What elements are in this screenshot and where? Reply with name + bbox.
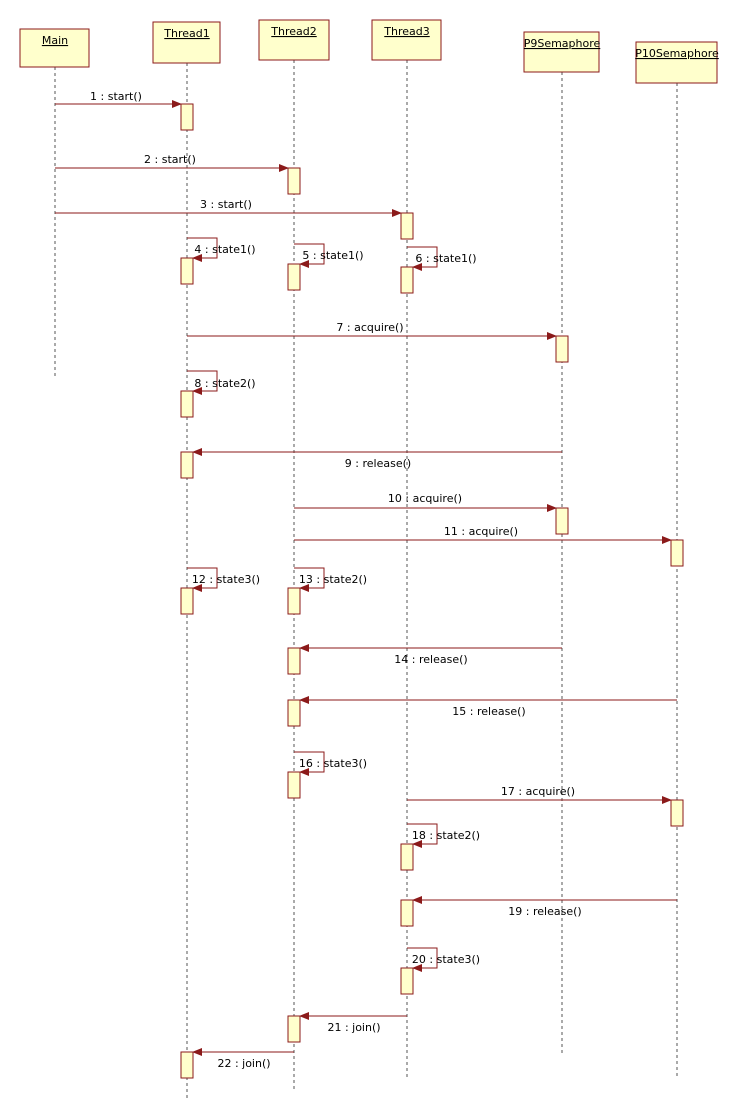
activation-bar-6: [400, 266, 414, 294]
activation-bar-5: [287, 263, 301, 291]
self-message-arrow-4: [187, 237, 218, 262]
activation-bar-3: [400, 212, 414, 240]
participant-box-thread2: [258, 19, 330, 61]
message-label-2: 2 : start(): [144, 153, 196, 166]
message-label-7: 7 : acquire(): [336, 321, 403, 334]
participant-label-p9: P9Semaphore: [524, 37, 601, 50]
message-label-14: 14 : release(): [394, 653, 467, 666]
participant-box-p9: [523, 31, 600, 73]
activation-bar-22: [180, 1051, 194, 1079]
message-label-3: 3 : start(): [200, 198, 252, 211]
participant-label-main: Main: [42, 34, 68, 47]
participant-label-p10: P10Semaphore: [635, 47, 719, 60]
activation-bar-19: [400, 899, 414, 927]
activation-bar-2: [287, 167, 301, 195]
message-label-20: 20 : state3(): [412, 953, 480, 966]
activation-bar-7: [555, 335, 569, 363]
message-label-6: 6 : state1(): [415, 252, 476, 265]
activation-bar-21: [287, 1015, 301, 1043]
message-label-1: 1 : start(): [90, 90, 142, 103]
self-message-arrow-8: [187, 370, 218, 395]
activation-bar-18: [400, 843, 414, 871]
message-label-15: 15 : release(): [452, 705, 525, 718]
activation-bar-13: [287, 587, 301, 615]
message-label-10: 10 : acquire(): [388, 492, 462, 505]
message-label-11: 11 : acquire(): [444, 525, 518, 538]
activation-bar-8: [180, 390, 194, 418]
participant-box-p10: [635, 41, 718, 84]
participant-box-thread1: [152, 21, 221, 64]
message-label-8: 8 : state2(): [194, 377, 255, 390]
activation-bar-1: [180, 103, 194, 131]
activation-bar-11: [670, 539, 684, 567]
message-label-18: 18 : state2(): [412, 829, 480, 842]
activation-bar-14: [287, 647, 301, 675]
activation-bar-12: [180, 587, 194, 615]
message-label-4: 4 : state1(): [194, 243, 255, 256]
participant-box-main: [19, 28, 90, 68]
activation-bar-15: [287, 699, 301, 727]
activation-bar-4: [180, 257, 194, 285]
message-label-16: 16 : state3(): [299, 757, 367, 770]
message-label-13: 13 : state2(): [299, 573, 367, 586]
activation-bar-16: [287, 771, 301, 799]
message-label-9: 9 : release(): [345, 457, 411, 470]
activation-bar-20: [400, 967, 414, 995]
message-label-17: 17 : acquire(): [501, 785, 575, 798]
self-message-arrow-20: [407, 947, 438, 972]
participant-label-thread1: Thread1: [163, 27, 209, 40]
self-message-arrow-12: [187, 567, 218, 592]
activation-bar-10: [555, 507, 569, 535]
message-label-19: 19 : release(): [508, 905, 581, 918]
participant-label-thread2: Thread2: [270, 25, 316, 38]
message-label-12: 12 : state3(): [192, 573, 260, 586]
message-label-21: 21 : join(): [327, 1021, 380, 1034]
self-message-arrow-18: [407, 823, 438, 848]
self-message-arrow-13: [294, 567, 325, 592]
self-message-arrow-6: [407, 246, 438, 271]
participant-box-thread3: [371, 19, 442, 61]
participant-label-thread3: Thread3: [383, 25, 429, 38]
self-message-arrow-16: [294, 751, 325, 776]
message-label-22: 22 : join(): [217, 1057, 270, 1070]
message-label-5: 5 : state1(): [302, 249, 363, 262]
self-message-arrow-5: [294, 243, 325, 268]
activation-bar-9: [180, 451, 194, 479]
activation-bar-17: [670, 799, 684, 827]
